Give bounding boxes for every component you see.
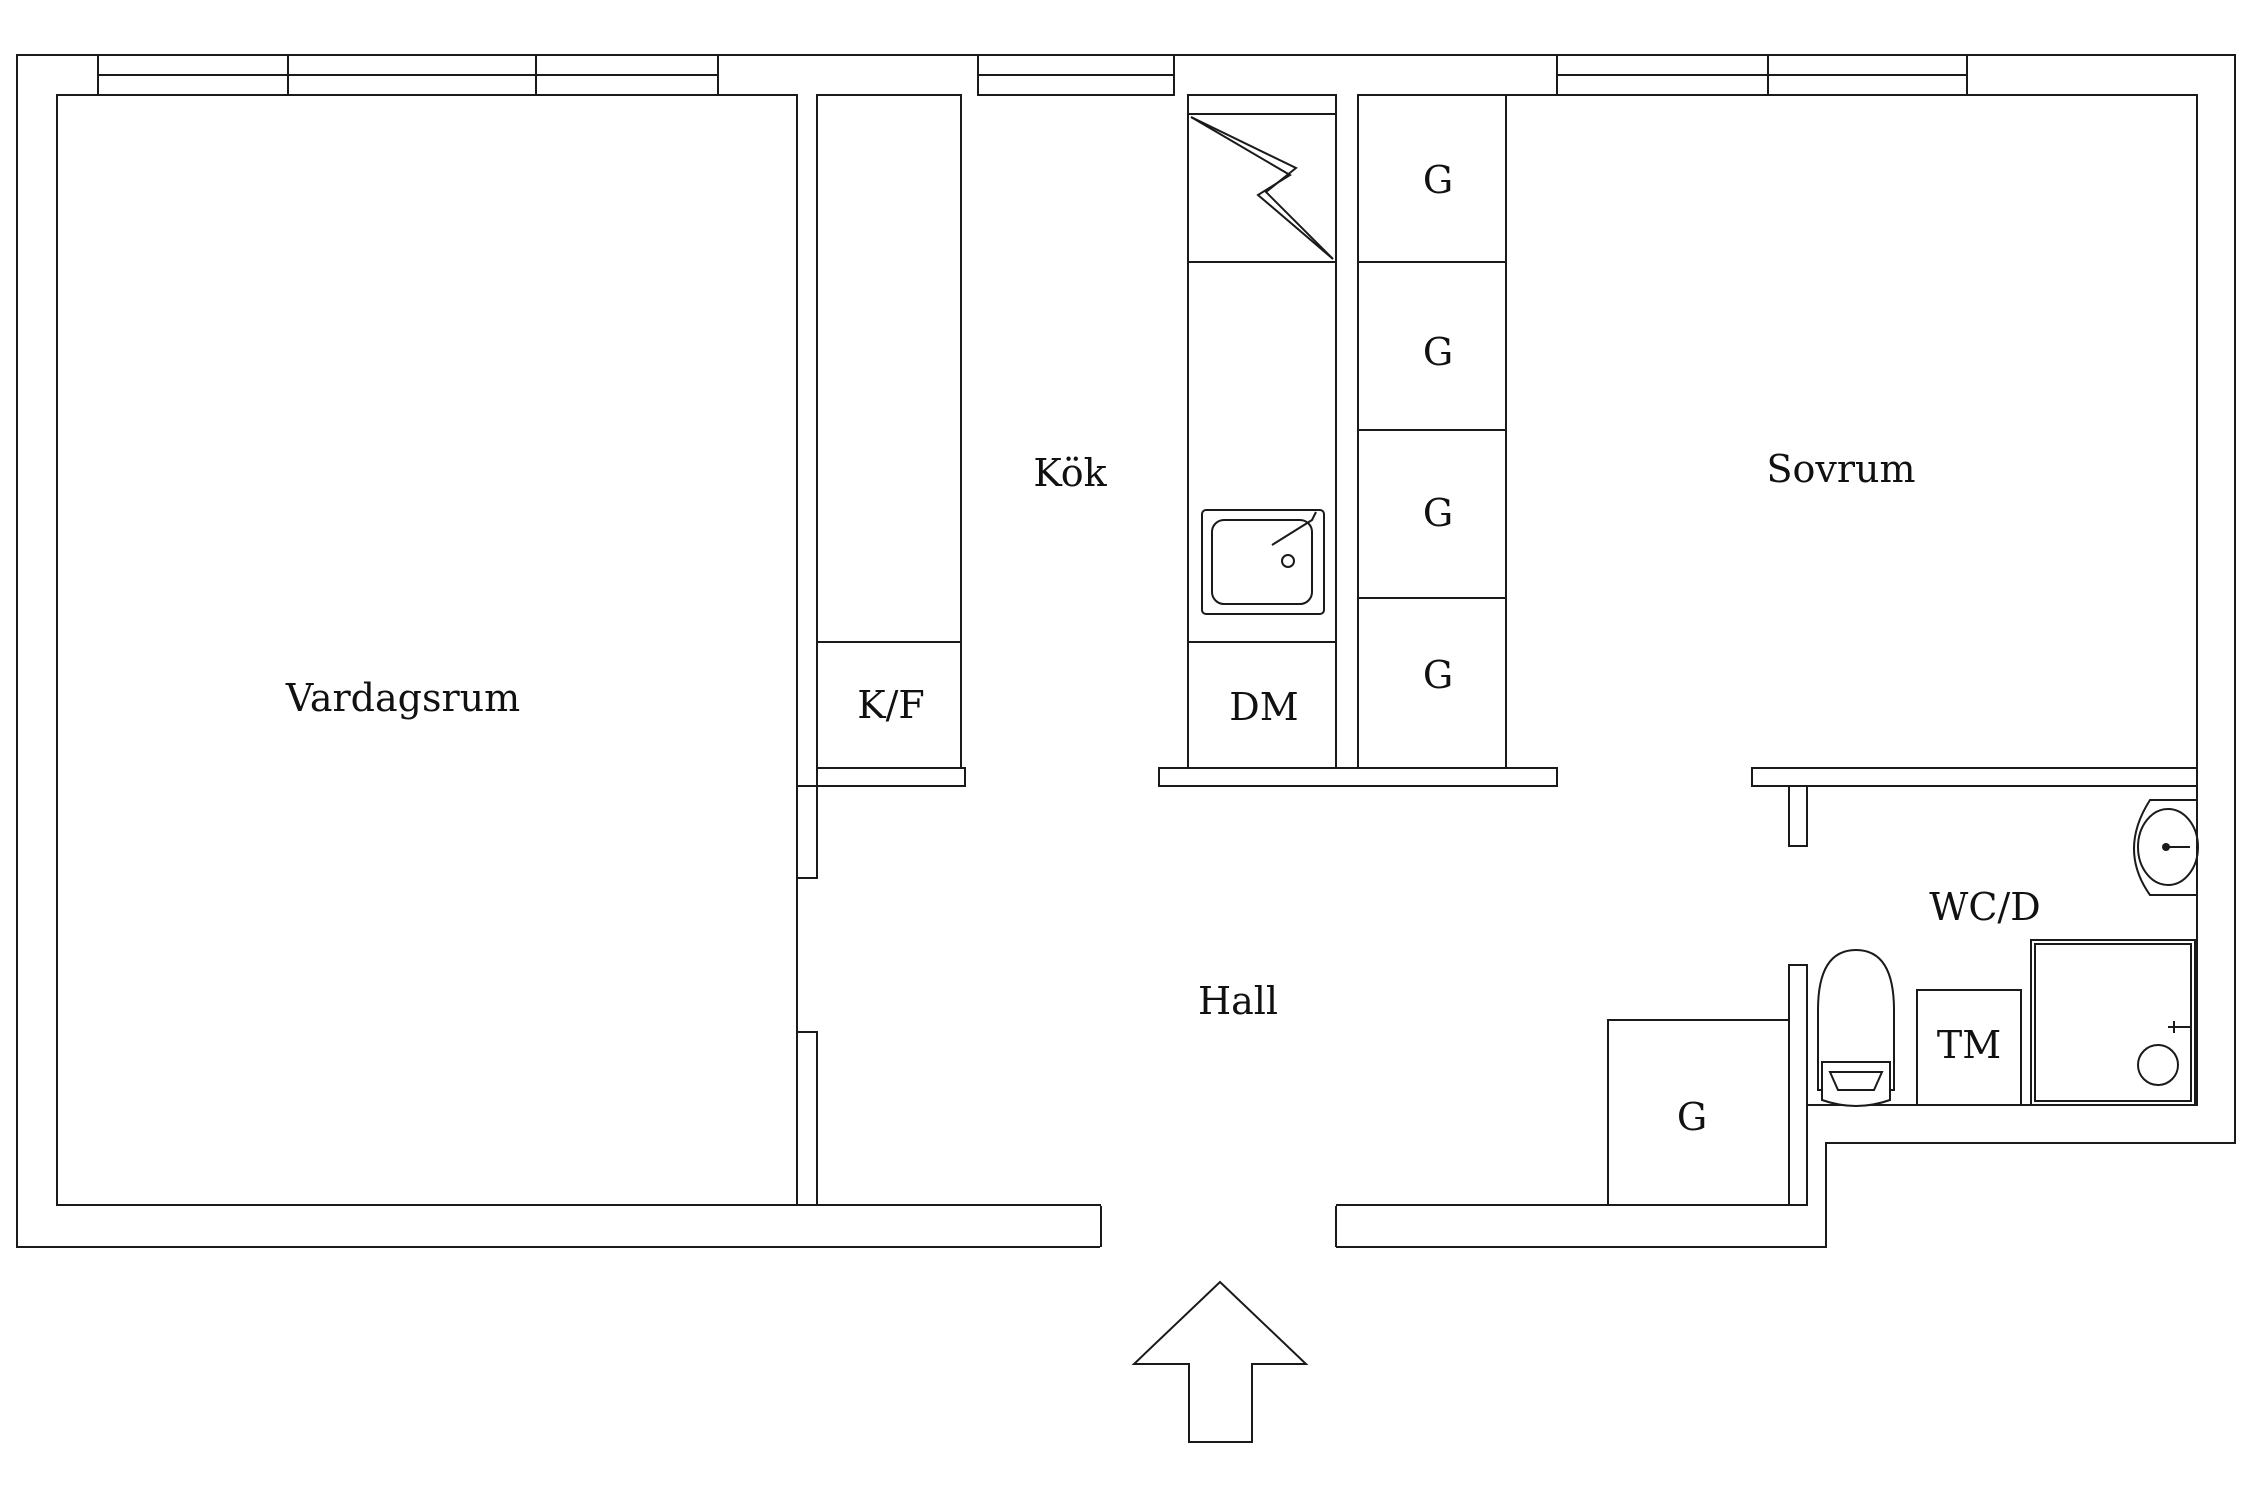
washbasin-icon (2133, 799, 2199, 896)
wardrobe-label: G (1423, 158, 1453, 202)
sink-icon (1201, 509, 1325, 615)
toilet-icon (1817, 948, 1895, 1107)
living-room-label: Vardagsrum (285, 676, 520, 720)
bathroom: WC/D TM (1788, 785, 2199, 1206)
washing-machine-label: TM (1937, 1023, 2001, 1067)
living-hall-wall (796, 785, 818, 1206)
kitchen: K/F Kök DM (816, 94, 1558, 787)
outer-walls (16, 54, 2236, 1249)
wardrobes: G G G G (1357, 94, 1507, 769)
hall: Hall G (817, 979, 1790, 1206)
living-room: Vardagsrum (56, 94, 798, 1206)
washing-machine (1916, 989, 2022, 1106)
windows (97, 54, 1968, 96)
bathroom-label: WC/D (1929, 885, 2040, 929)
wardrobe-label: G (1423, 330, 1453, 374)
wardrobe-label: G (1423, 491, 1453, 535)
wardrobe-label: G (1423, 653, 1453, 697)
bedroom: Sovrum (1506, 94, 2198, 847)
kitchen-label: Kök (1033, 451, 1107, 495)
shower-icon (2030, 939, 2196, 1106)
dishwasher-label: DM (1229, 685, 1298, 729)
hall-label: Hall (1198, 979, 1278, 1023)
hall-wardrobe-label: G (1677, 1095, 1707, 1139)
bedroom-label: Sovrum (1766, 447, 1915, 491)
fridge-freezer-label: K/F (857, 683, 925, 727)
hall-wardrobe (1607, 1019, 1790, 1206)
entrance-arrow-icon (1131, 1280, 1309, 1443)
